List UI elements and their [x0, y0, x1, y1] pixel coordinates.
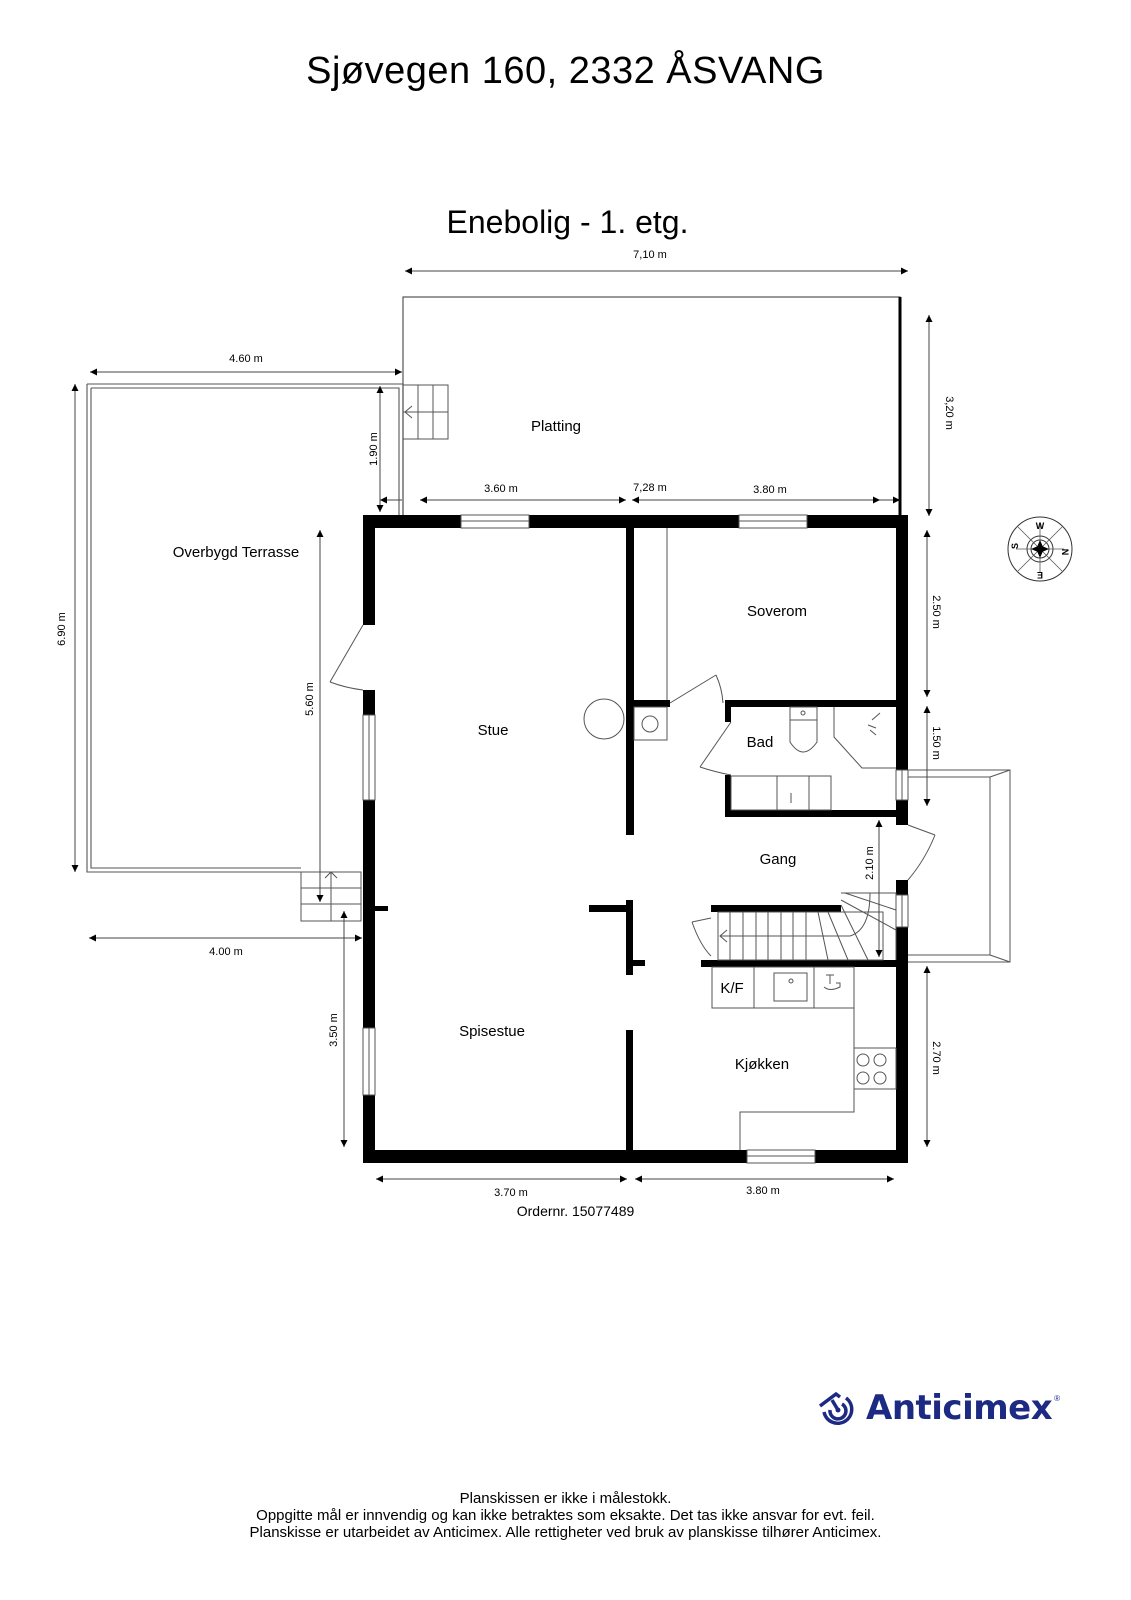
room-label-kf: K/F: [720, 980, 743, 997]
compass-label-left: S: [1010, 543, 1020, 549]
exterior-walls: [363, 515, 908, 1163]
page-title: Sjøvegen 160, 2332 ÅSVANG: [306, 50, 825, 92]
room-label-gang: Gang: [760, 851, 797, 868]
stair-door: [691, 917, 712, 957]
dim-bottom-right: 3.80 m: [746, 1185, 780, 1197]
anticimex-logo-icon: [818, 1391, 854, 1426]
room-label-soverom: Soverom: [747, 603, 807, 620]
disclaimer-line-1: Planskissen er ikke i målestokk.: [459, 1490, 672, 1507]
entrance-door: [907, 824, 936, 881]
room-label-spisestue: Spisestue: [459, 1023, 525, 1040]
windows: [362, 514, 909, 1164]
disclaimer-line-3: Planskisse er utarbeidet av Anticimex. A…: [249, 1524, 882, 1541]
registered-mark: ®: [1054, 1394, 1061, 1403]
terrace-door: [329, 624, 364, 691]
platting-stairs: [402, 384, 449, 440]
room-label-stue: Stue: [478, 722, 509, 739]
dim-spisestue-height: 3.50 m: [328, 1013, 340, 1047]
entrance-porch: [908, 769, 1011, 963]
dim-total-width: 7,10 m: [633, 249, 667, 261]
room-label-terrasse: Overbygd Terrasse: [173, 544, 299, 561]
compass-label-right: N: [1060, 549, 1070, 556]
soverom-door: [669, 674, 724, 704]
dim-stue-height: 5.60 m: [304, 682, 316, 716]
compass-rose-icon: W N E S: [1007, 516, 1073, 582]
dim-platting-total: 7,28 m: [633, 482, 667, 494]
bad-fixtures: [730, 706, 896, 811]
dim-platting-right: 3.80 m: [753, 484, 787, 496]
disclaimer: Planskissen er ikke i målestokk. Oppgitt…: [0, 1490, 1131, 1541]
dim-soverom-height: 2.50 m: [930, 595, 942, 629]
compass-label-top: W: [1036, 521, 1045, 531]
brand-name: Anticimex: [866, 1388, 1053, 1428]
dim-terrace-height: 6.90 m: [56, 612, 68, 646]
dim-bottom-left: 3.70 m: [494, 1187, 528, 1199]
room-label-kjokken: Kjøkken: [735, 1056, 789, 1073]
dim-bad-height: 1.50 m: [930, 726, 942, 760]
dim-terrace-stair-height: 1.90 m: [368, 432, 380, 466]
room-label-bad: Bad: [747, 734, 774, 751]
compass-label-bottom: E: [1037, 570, 1043, 580]
dimension-lines: [71, 267, 933, 1183]
kitchen-counters: [711, 966, 897, 1150]
dim-terrace-bottom-width: 4.00 m: [209, 946, 243, 958]
dim-gang-height: 2.10 m: [864, 846, 876, 880]
floor-title: Enebolig - 1. etg.: [446, 204, 689, 240]
closet: [633, 528, 668, 741]
interior-walls: [589, 528, 896, 1150]
terrace-stairs: [300, 871, 362, 922]
brand-logo: Anticimex ®: [816, 1388, 1060, 1428]
terrace-outline: [86, 383, 404, 873]
room-label-platting: Platting: [531, 418, 581, 435]
bad-door: [699, 721, 732, 776]
stove-icon: [583, 698, 625, 740]
dim-terrace-width: 4.60 m: [229, 353, 263, 365]
order-number: Ordernr. 15077489: [516, 1203, 635, 1219]
dim-kjokken-height: 2.70 m: [930, 1041, 942, 1075]
disclaimer-line-2: Oppgitte mål er innvendig og kan ikke be…: [256, 1507, 875, 1524]
dim-platting-height: 3,20 m: [943, 396, 955, 430]
staircase: [717, 892, 897, 961]
dim-platting-left: 3.60 m: [484, 483, 518, 495]
